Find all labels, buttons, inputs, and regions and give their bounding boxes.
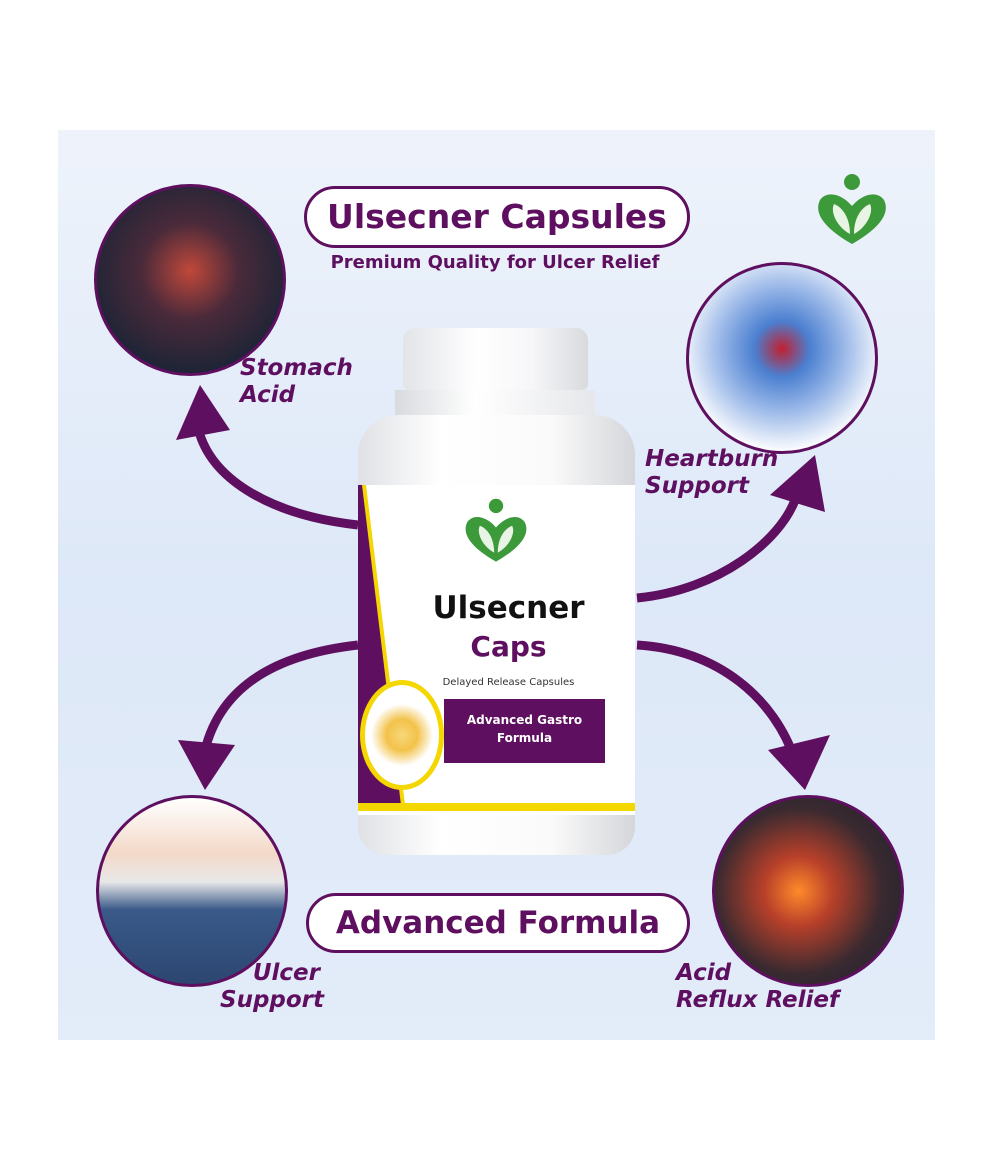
heartburn-image — [686, 262, 878, 454]
arrow-heartburn — [636, 498, 800, 603]
bottle-body: Ulsecner Caps Delayed Release Capsules A… — [358, 415, 635, 855]
arrow-acid-reflux — [636, 640, 800, 762]
brand-logo-icon — [818, 174, 886, 244]
stomach-acid-image — [94, 184, 286, 376]
arrow-ulcer — [200, 640, 359, 752]
product-description: Delayed Release Capsules — [442, 677, 575, 688]
title-banner: Ulsecner Capsules — [304, 186, 690, 248]
tagline-banner: Advanced Formula — [306, 893, 690, 953]
product-name: Ulsecner — [432, 590, 585, 626]
ulcer-image — [96, 795, 288, 987]
bottle-cap — [403, 328, 588, 390]
arrow-stomach-acid — [195, 433, 359, 530]
capsules-image — [360, 680, 444, 790]
subtitle: Premium Quality for Ulcer Relief — [330, 252, 660, 273]
product-type: Caps — [470, 630, 547, 663]
label-logo-icon — [465, 498, 527, 562]
bottle-label: Ulsecner Caps Delayed Release Capsules A… — [358, 485, 635, 815]
acid-reflux-image — [712, 795, 904, 987]
